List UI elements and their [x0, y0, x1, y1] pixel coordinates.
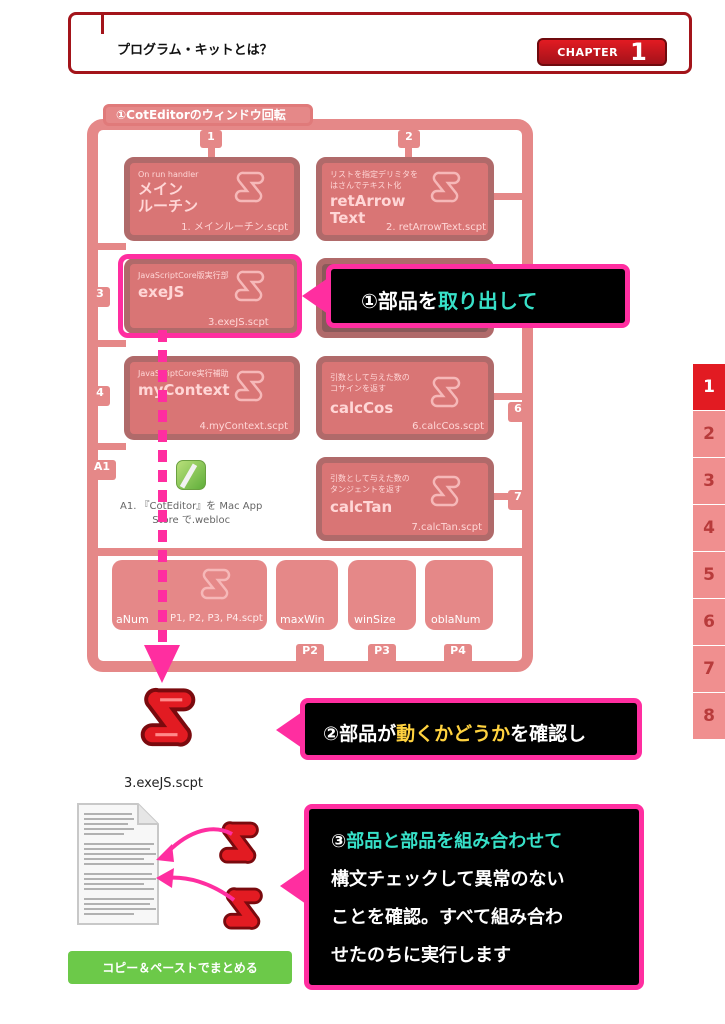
- page-header: プログラム・キットとは？ CHAPTER 1: [68, 12, 692, 74]
- part-filename: 6.calcCos.scpt: [412, 421, 484, 432]
- callout-pointer: [302, 278, 328, 314]
- nav-chapter-5[interactable]: 5: [693, 552, 725, 599]
- callout-text: 構文チェックして異常のない: [331, 869, 565, 890]
- callout-highlight: 動くかどうか: [396, 723, 511, 745]
- part-exejs[interactable]: JavaScriptCore版実行部 exeJS 3.exeJS.scpt: [124, 258, 300, 334]
- part-mycontext[interactable]: JavaScriptCore実行補助 myContext 4.myContext…: [124, 356, 300, 440]
- part-name: retArrow Text: [330, 192, 406, 227]
- part-name: winSize: [354, 613, 396, 626]
- header-tick: [101, 12, 104, 34]
- chapter-number: 1: [630, 38, 647, 66]
- part-name: maxWin: [280, 613, 325, 626]
- rung: [96, 243, 126, 250]
- arrow-down-icon: [144, 645, 180, 683]
- part-retarrowtext[interactable]: リストを指定デリミタを はさんでテキスト化 retArrow Text 2. r…: [316, 157, 494, 241]
- nav-chapter-1[interactable]: 1: [693, 364, 725, 411]
- callout-text: を確認し: [510, 723, 587, 745]
- script-file-icon[interactable]: [136, 684, 200, 760]
- part-caption: JavaScriptCore版実行部: [138, 271, 229, 280]
- callout-text: ③: [331, 831, 347, 852]
- callout-step-2: ②部品が動くかどうかを確認し: [300, 698, 642, 760]
- part-caption: リストを指定デリミタを はさんでテキスト化: [330, 170, 418, 190]
- callout-text: ことを確認。すべて組み合わ: [331, 907, 564, 928]
- callout-highlight: 取り出して: [437, 289, 538, 313]
- chapter-badge: CHAPTER 1: [537, 38, 667, 66]
- callout-step-1: ①部品を取り出して: [326, 264, 630, 328]
- callout-text: ②部品が: [323, 723, 397, 745]
- rung: [96, 340, 126, 347]
- part-name: メイン ルーチン: [138, 180, 199, 215]
- nav-chapter-6[interactable]: 6: [693, 599, 725, 646]
- callout-text: せたのちに実行します: [331, 945, 511, 966]
- part-name: calcCos: [330, 399, 394, 417]
- part-caption: On run handler: [138, 170, 199, 179]
- frame-tab-p3: P3: [368, 644, 396, 664]
- copy-paste-label: コピー＆ペーストでまとめる: [68, 951, 292, 984]
- part-name: exeJS: [138, 283, 185, 301]
- rung: [494, 193, 524, 200]
- script-scroll-icon: [234, 370, 265, 402]
- part-calccos[interactable]: 引数として与えた数の コサインを返す calcCos 6.calcCos.scp…: [316, 356, 494, 440]
- nav-chapter-7[interactable]: 7: [693, 646, 725, 693]
- part-caption: 引数として与えた数の タンジェントを返す: [330, 474, 410, 494]
- part-caption: 引数として与えた数の コサインを返す: [330, 373, 410, 393]
- frame-tab-3: 3: [90, 287, 110, 307]
- nav-chapter-3[interactable]: 3: [693, 458, 725, 505]
- rung: [494, 393, 524, 400]
- nav-chapter-8[interactable]: 8: [693, 693, 725, 740]
- part-filename: 4.myContext.scpt: [199, 421, 288, 432]
- frame-tab-p4: P4: [444, 644, 472, 664]
- rung: [208, 140, 215, 162]
- extracted-part-highlight: [118, 254, 302, 338]
- part-winsize[interactable]: winSize: [348, 560, 416, 630]
- script-scroll-icon: [234, 171, 265, 203]
- script-scroll-icon: [430, 171, 461, 203]
- extracted-filename: 3.exeJS.scpt: [124, 776, 203, 791]
- part-filename: 7.calcTan.scpt: [411, 522, 482, 533]
- script-scroll-icon: [430, 475, 461, 507]
- frame-tab-2: 2: [398, 130, 420, 148]
- frame-tab-1: 1: [200, 130, 222, 148]
- frame-title: ①CotEditorのウィンドウ回転: [103, 104, 313, 126]
- callout-pointer: [280, 868, 306, 904]
- part-oblanum[interactable]: oblaNum: [425, 560, 493, 630]
- extract-path-dotted-line: [158, 330, 167, 648]
- part-maxwin[interactable]: maxWin: [276, 560, 338, 630]
- a1-filename: A1. 『CotEditor』を Mac App Store で.webloc: [120, 501, 263, 526]
- callout-pointer: [276, 712, 302, 748]
- part-filename: 3.exeJS.scpt: [208, 317, 269, 328]
- frame-tab-p2: P2: [296, 644, 324, 664]
- document-icon[interactable]: [74, 800, 162, 928]
- frame-tab-a1: A1: [88, 460, 116, 480]
- part-main-routine[interactable]: On run handler メイン ルーチン 1. メインルーチン.scpt: [124, 157, 300, 241]
- nav-chapter-2[interactable]: 2: [693, 411, 725, 458]
- part-anum[interactable]: aNum P1, P2, P3, P4.scpt: [112, 560, 267, 630]
- callout-highlight: 部品と部品を組み合わせて: [346, 831, 563, 852]
- nav-chapter-4[interactable]: 4: [693, 505, 725, 552]
- rung: [96, 443, 126, 450]
- chapter-nav: 1 2 3 4 5 6 7 8: [693, 364, 725, 740]
- part-filename: 2. retArrowText.scpt: [385, 222, 486, 233]
- frame-tab-4: 4: [90, 386, 110, 406]
- callout-text: ①部品を: [361, 289, 438, 313]
- chapter-label: CHAPTER: [557, 45, 619, 59]
- part-name: myContext: [138, 381, 230, 399]
- script-scroll-icon: [200, 568, 231, 600]
- rung: [96, 548, 524, 556]
- part-caption: JavaScriptCore実行補助: [138, 369, 229, 378]
- script-scroll-icon: [430, 376, 461, 408]
- curved-arrow-icon: [156, 827, 236, 902]
- rung: [405, 140, 412, 162]
- part-name: oblaNum: [431, 613, 481, 626]
- script-scroll-icon: [234, 270, 265, 302]
- part-filename: 1. メインルーチン.scpt: [181, 222, 288, 233]
- part-calctan[interactable]: 引数として与えた数の タンジェントを返す calcTan 7.calcTan.s…: [316, 457, 494, 541]
- frame-tab-7: 7: [508, 490, 528, 510]
- part-name: aNum: [116, 613, 149, 626]
- part-filename: P1, P2, P3, P4.scpt: [170, 613, 263, 624]
- part-name: calcTan: [330, 498, 393, 516]
- callout-step-3: ③部品と部品を組み合わせて 構文チェックして異常のない ことを確認。すべて組み合…: [304, 804, 644, 990]
- page-title: プログラム・キットとは？: [117, 43, 273, 58]
- frame-tab-6: 6: [508, 402, 528, 422]
